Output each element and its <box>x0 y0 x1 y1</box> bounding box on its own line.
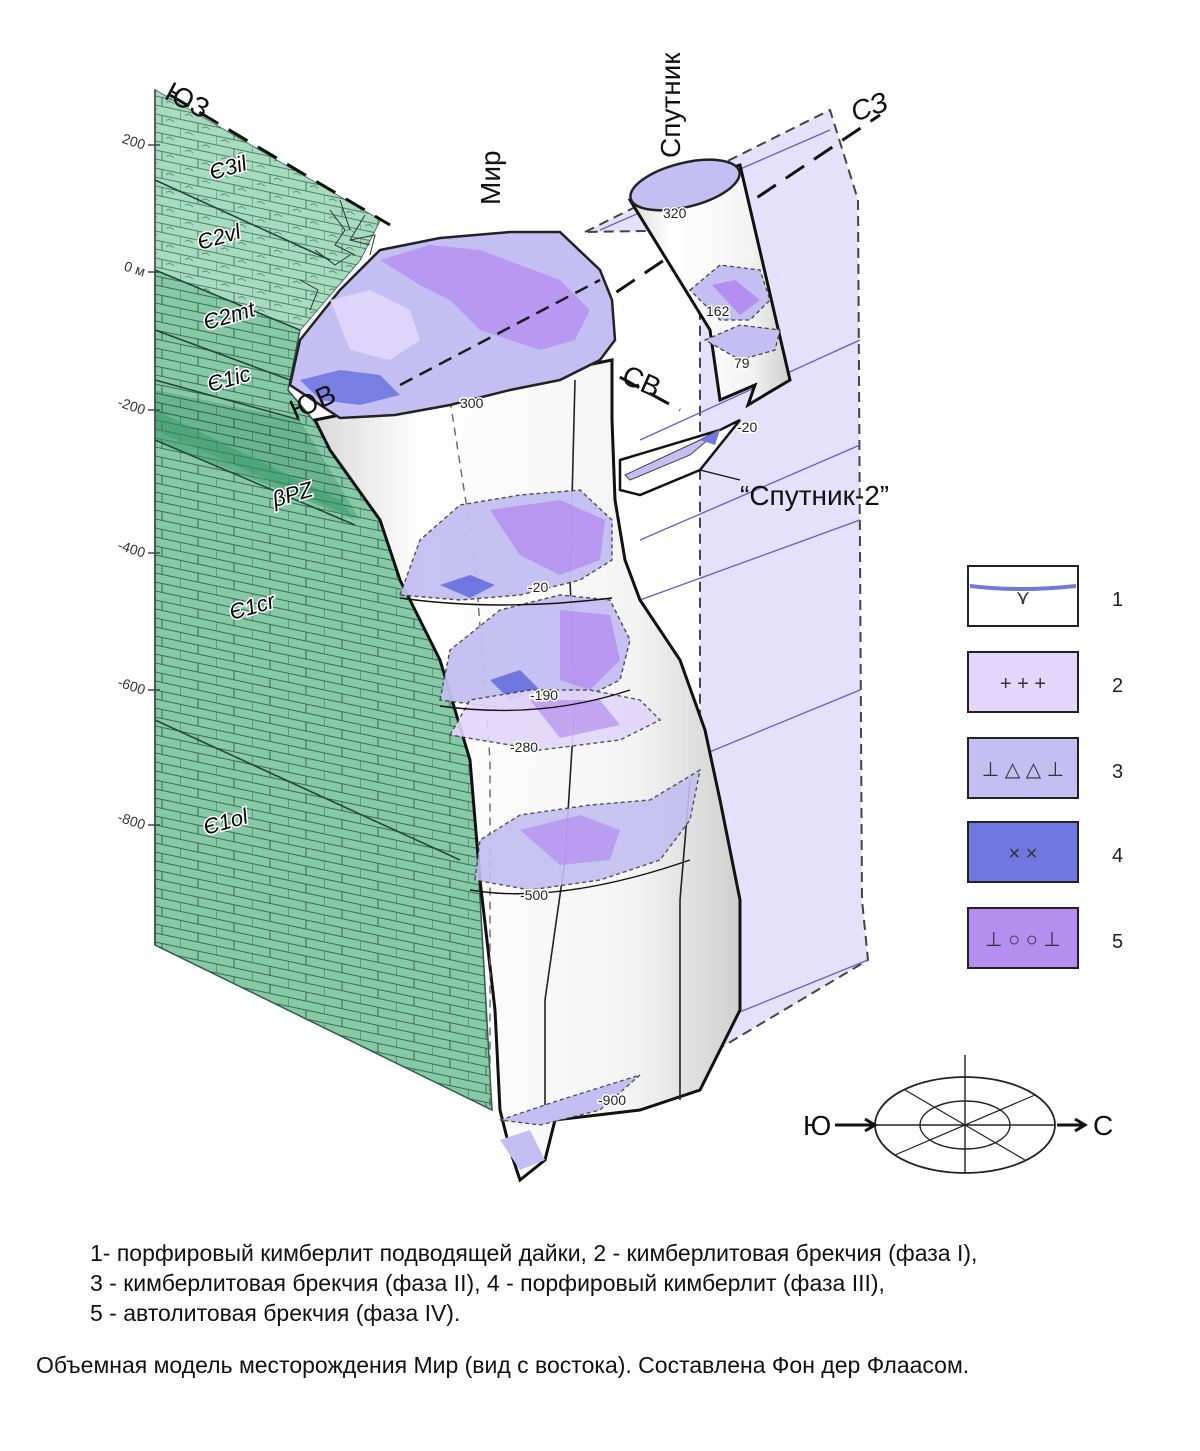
section-level-label: -500 <box>520 887 548 903</box>
section-level-label: -20 <box>528 579 548 595</box>
depth-tick-label: -800 <box>116 809 148 833</box>
depth-axis: 200 0 м -200 -400 -600 -800 <box>116 90 160 945</box>
legend-text: 1- порфировый кимберлит подводящей дайки… <box>90 1238 1190 1328</box>
legend-swatch <box>967 651 1079 713</box>
legend-number: 3 <box>1112 761 1123 783</box>
legend-item: ⋎1 <box>967 565 1123 627</box>
legend-item: + + + 2 <box>967 651 1123 713</box>
back-wall-horizon-lines <box>599 129 869 1021</box>
compass-south: Ю <box>803 1110 831 1141</box>
label-sputnik2: “Спутник-2” <box>740 480 889 511</box>
section-level-label: 300 <box>460 395 484 411</box>
legend-number: 1 <box>1112 589 1123 611</box>
section-slice-minus190 <box>439 594 631 711</box>
legend-text-line-3: 5 - автолитовая брекчия (фаза IV). <box>90 1300 461 1326</box>
legend-swatch <box>967 821 1079 883</box>
section-level-label: -280 <box>510 739 538 755</box>
compass: Ю С <box>803 1055 1113 1174</box>
mir-pipe <box>288 230 742 1183</box>
legend-number: 5 <box>1112 931 1123 953</box>
legend-item: ⊥ ○ ○ ⊥ 5 <box>967 907 1123 969</box>
section-slice-minus20 <box>399 489 613 601</box>
section-level-label: 79 <box>734 355 750 371</box>
section-line-sw-nw <box>169 93 881 332</box>
section-level-label: -190 <box>530 687 558 703</box>
legend-item: × × 4 <box>967 821 1123 883</box>
sputnik-pipe <box>618 158 792 497</box>
legend-text-line-1: 1- порфировый кимберлит подводящей дайки… <box>90 1240 978 1266</box>
legend-swatch <box>967 565 1079 627</box>
back-wall-section <box>584 108 870 1062</box>
compass-north: С <box>1093 1110 1113 1141</box>
depth-tick-label: -400 <box>116 537 148 561</box>
legend-symbols: ⊥ △ △ ⊥ <box>982 759 1064 781</box>
legend-symbols: × × <box>1009 843 1038 865</box>
section-level-label: -20 <box>737 419 757 435</box>
depth-tick-label: -200 <box>116 394 148 418</box>
legend-item: ⊥ △ △ ⊥ 3 <box>967 737 1123 799</box>
label-mir-pipe: Мир <box>475 150 506 205</box>
label-sputnik-pipe: Спутник <box>655 52 686 158</box>
label-nw: СЗ <box>846 86 891 128</box>
legend-symbols: ⋎ <box>1016 587 1031 609</box>
section-slice-minus900 <box>499 1074 641 1170</box>
section-slice-minus500 <box>474 768 701 891</box>
strata-block <box>154 88 493 1112</box>
section-level-label: -900 <box>598 1092 626 1108</box>
legend-dyke-band <box>970 584 1076 591</box>
section-level-label: 320 <box>663 205 687 221</box>
mir-deposit-3d-model: 200 0 м -200 -400 -600 -800 <box>116 52 1123 1183</box>
legend-swatch <box>967 737 1079 799</box>
legend-swatch <box>967 907 1079 969</box>
figure-caption: Объемная модель месторождения Мир (вид с… <box>36 1352 970 1378</box>
depth-tick-label: 0 м <box>122 258 147 280</box>
section-level-label: 162 <box>706 303 730 319</box>
legend-symbols: + + + <box>1000 673 1046 695</box>
legend-text-line-2: 3 - кимберлитовая брекчия (фаза II), 4 -… <box>90 1270 885 1296</box>
legend-number: 2 <box>1112 675 1123 697</box>
depth-tick-label: 200 <box>120 130 147 153</box>
legend-number: 4 <box>1112 845 1123 867</box>
section-slice-minus280 <box>448 689 662 751</box>
legend-symbols: ⊥ ○ ○ ⊥ <box>985 929 1061 951</box>
depth-tick-label: -600 <box>116 674 148 698</box>
